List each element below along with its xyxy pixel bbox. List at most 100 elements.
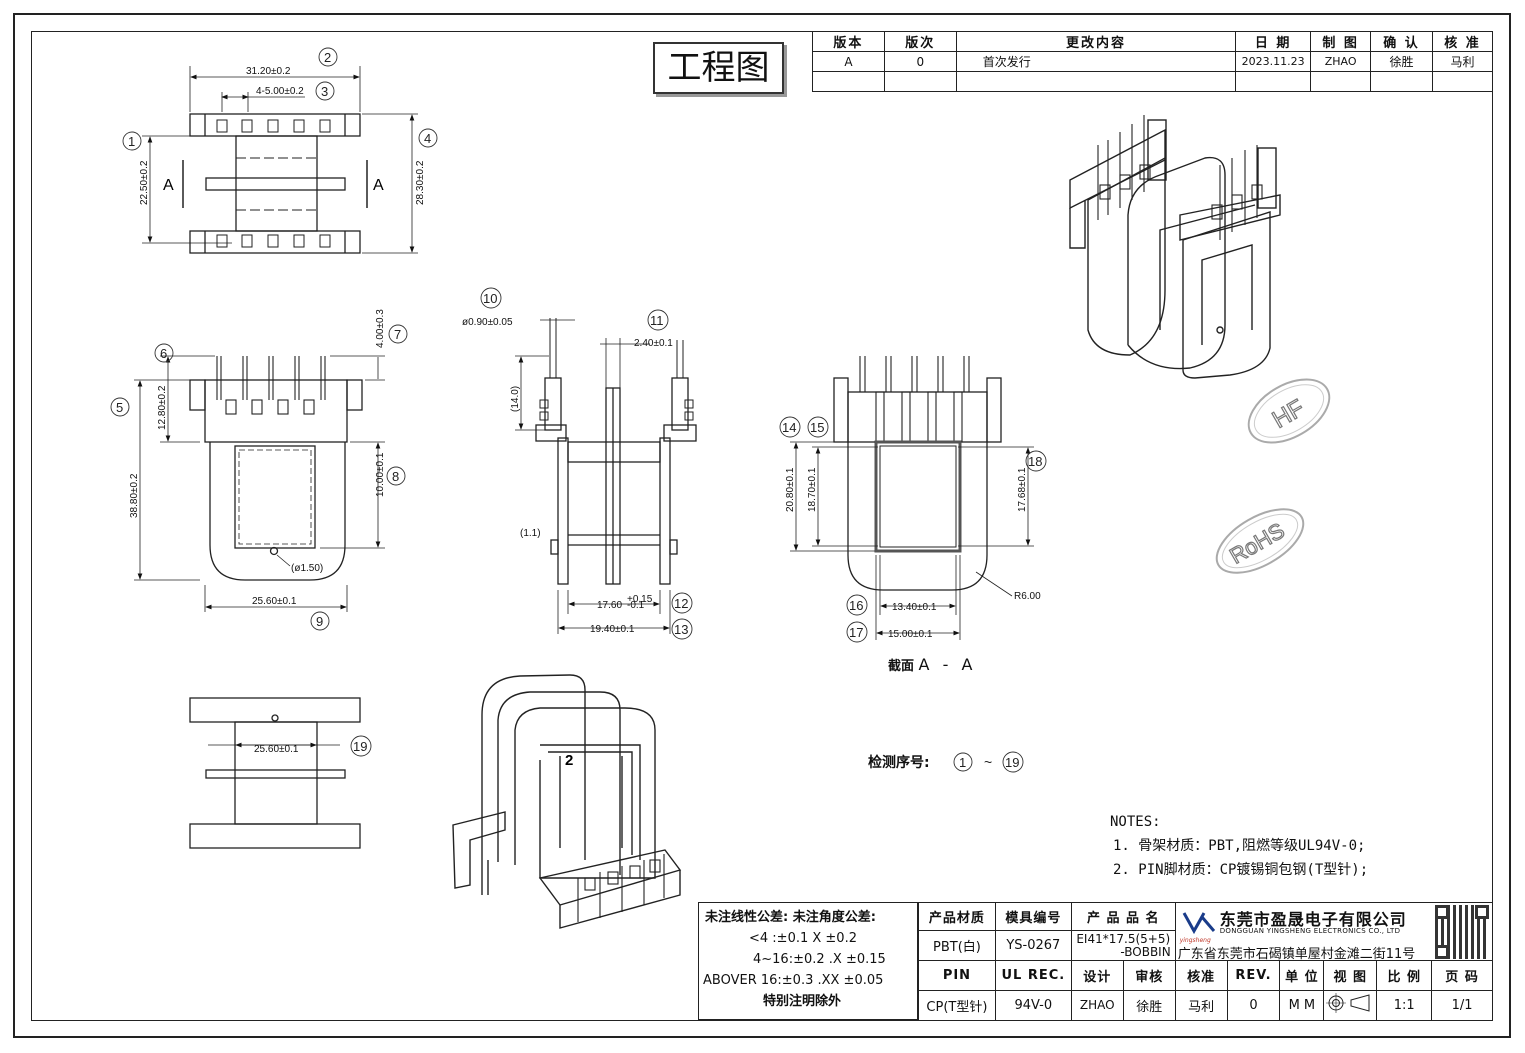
dim-section-radius: R6.00 <box>1014 591 1041 602</box>
section-mark-left: A <box>163 177 174 194</box>
revision-row-empty <box>812 71 1493 92</box>
ul-value: 94V-0 <box>994 989 1072 1022</box>
iso-view-mark: 2 <box>565 752 573 769</box>
balloon-9: 9 <box>310 611 330 631</box>
note-item: 2. PIN脚材质：CP镀锡铜包钢(T型针); <box>1113 862 1369 878</box>
svg-text:3: 3 <box>321 84 328 99</box>
balloon-10: 10 <box>480 287 502 309</box>
product-name-line2: -BOBBIN <box>1120 944 1171 959</box>
pin-header: PIN <box>918 960 996 991</box>
unit-header: 单 位 <box>1279 960 1325 991</box>
unit-value: M M <box>1279 989 1325 1022</box>
notes-title: NOTES: <box>1110 814 1161 830</box>
section-title-prefix: 截面 <box>888 659 915 674</box>
dim-section-outer-height: 20.80±0.1 <box>785 467 796 512</box>
balloon-4: 4 <box>418 128 438 148</box>
section-title: 截面 A - A <box>888 655 976 674</box>
svg-text:15: 15 <box>810 420 824 435</box>
dim-side-inner-tol-plus: +0.15 <box>627 594 653 605</box>
balloon-17: 17 <box>846 621 868 643</box>
balloon-15: 15 <box>807 416 829 438</box>
rev-cell <box>1432 71 1493 92</box>
svg-text:10: 10 <box>483 291 497 306</box>
balloon-19: 19 <box>350 735 372 757</box>
svg-text:4: 4 <box>424 131 431 146</box>
dim-front-width: 25.60±0.1 <box>252 596 297 607</box>
design-header: 设计 <box>1070 960 1124 991</box>
inspection-label: 检测序号: <box>868 755 930 771</box>
inspection-from: 1 <box>959 755 966 770</box>
pin-value: CP(T型针) <box>918 989 996 1022</box>
material-header: 产品材质 <box>918 901 996 932</box>
dim-pin-height: 4.00±0.3 <box>375 309 386 348</box>
approve-header: 核准 <box>1174 960 1228 991</box>
dim-top-height: 28.30±0.2 <box>415 160 426 205</box>
balloon-3: 3 <box>315 81 335 101</box>
view-header: 视 图 <box>1323 960 1378 991</box>
dim-top-height-inner: 22.50±0.2 <box>139 160 150 205</box>
material-value: PBT(白) <box>918 930 996 962</box>
section-mark-right: A <box>373 177 384 194</box>
balloon-12: 12 <box>671 592 693 614</box>
qr-code <box>1435 905 1489 959</box>
dim-section-outer-width: 15.00±0.1 <box>888 629 933 640</box>
bottom-view <box>189 697 361 849</box>
section-title-suffix: A - A <box>918 655 977 674</box>
rev-cell <box>955 71 1237 92</box>
tolerance-line: <4 :±0.1 X ±0.2 <box>749 931 857 946</box>
logo-icon <box>1182 912 1215 935</box>
inspection-to: 19 <box>1005 755 1019 770</box>
svg-text:18: 18 <box>1028 454 1042 469</box>
balloon-5: 5 <box>110 397 130 417</box>
scale-header: 比 例 <box>1376 960 1433 991</box>
section-view <box>790 356 1034 640</box>
scale-value: 1:1 <box>1376 989 1433 1022</box>
dim-pin-diameter: ø0.90±0.05 <box>462 317 513 328</box>
product-name-line1: EI41*17.5(5+5) <box>1076 931 1171 946</box>
svg-text:13: 13 <box>674 622 688 637</box>
dim-pin-pitch: 4-5.00±0.2 <box>256 86 304 97</box>
inspection-balloons: 1 ~ 19 <box>953 751 1024 773</box>
svg-text:1: 1 <box>128 134 135 149</box>
company-logo <box>1182 909 1216 935</box>
balloon-18: 18 <box>1025 450 1047 472</box>
svg-text:12: 12 <box>674 596 688 611</box>
inner-border <box>31 31 1493 1021</box>
svg-text:9: 9 <box>316 614 323 629</box>
revision-table: 版本 版次 更改内容 日 期 制 图 确 认 核 准 A 0 首次发行 2023… <box>812 31 1493 92</box>
dim-window-height: 10.00±0.1 <box>375 452 386 497</box>
svg-text:14: 14 <box>782 420 796 435</box>
rev-cell <box>1235 71 1312 92</box>
page-header: 页 码 <box>1431 960 1493 991</box>
svg-text:11: 11 <box>650 313 664 328</box>
dim-top-width: 31.20±0.2 <box>246 66 291 77</box>
tolerance-line: ABOVER 16:±0.3 .XX ±0.05 <box>703 973 884 988</box>
side-view <box>515 318 697 634</box>
page-value: 1/1 <box>1431 989 1493 1022</box>
top-view <box>142 66 418 254</box>
rev-cell: 2023.11.23 <box>1235 51 1312 72</box>
svg-text:19: 19 <box>353 739 367 754</box>
isometric-view-top <box>1069 115 1281 379</box>
svg-text:5: 5 <box>116 400 123 415</box>
balloon-8: 8 <box>386 466 406 486</box>
notes: NOTES: 1. 骨架材质：PBT,阻燃等级UL94V-0; 2. PIN脚材… <box>1110 810 1368 882</box>
logo-text: yingsheng <box>1179 937 1211 944</box>
outer-border <box>13 13 1511 1038</box>
product-header: 产 品 品 名 <box>1070 901 1176 932</box>
svg-text:16: 16 <box>849 598 863 613</box>
approve-value: 马利 <box>1174 989 1228 1022</box>
rev-col-version: 版本 <box>812 31 885 52</box>
dim-side-inner: 17.60 <box>597 600 622 611</box>
rev-cell <box>1310 71 1372 92</box>
balloon-11: 11 <box>647 309 669 331</box>
rev-cell: 首次发行 <box>955 51 1237 72</box>
dim-pin-length: (14.0) <box>510 386 521 412</box>
svg-text:8: 8 <box>392 469 399 484</box>
dim-side-inner-tol-minus: -0.1 <box>627 600 645 611</box>
design-value: ZHAO <box>1070 989 1124 1022</box>
rev-value: 0 <box>1226 989 1281 1022</box>
dim-section-inner-width: 13.40±0.1 <box>892 602 937 613</box>
